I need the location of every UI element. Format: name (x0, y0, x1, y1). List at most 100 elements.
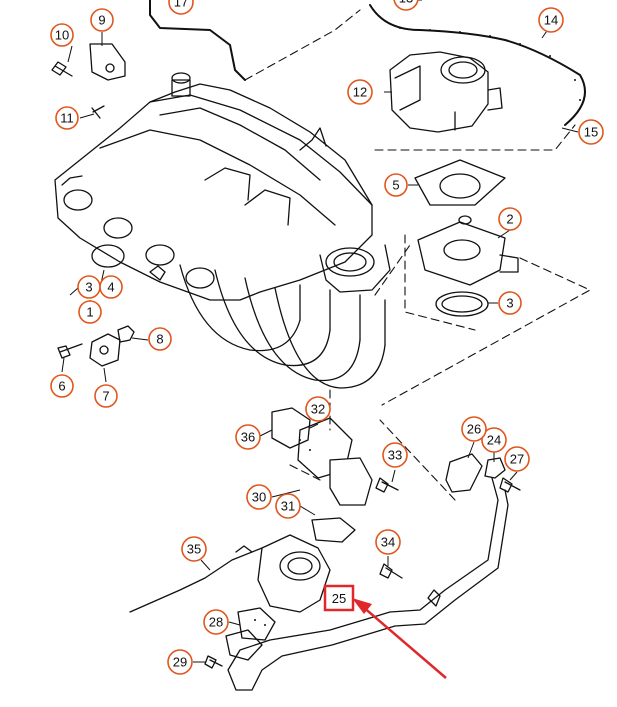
callout-c2: 2 (498, 207, 522, 231)
left-small-parts (51, 43, 166, 367)
callout-c9: 9 (90, 8, 114, 32)
callout-c5: 5 (384, 173, 408, 197)
callout-circle (578, 119, 604, 145)
callout-circle (90, 8, 114, 32)
callout-c10: 10 (50, 23, 74, 47)
callout-circle (246, 484, 272, 510)
callout-circle (481, 427, 507, 453)
callout-label: 12 (353, 85, 367, 100)
callout-label: 36 (241, 430, 255, 445)
callout-c17: 17 (168, 0, 194, 15)
callout-label: 31 (281, 499, 295, 514)
callout-circle (78, 300, 102, 324)
callout-circle (384, 173, 408, 197)
callout-label: 9 (98, 13, 105, 28)
callout-circle (50, 374, 74, 398)
callout-circle (203, 609, 229, 635)
callout-c32: 32 (305, 396, 331, 422)
callout-c12: 12 (347, 79, 373, 105)
callout-circle (275, 493, 301, 519)
callout-c7: 7 (94, 384, 118, 408)
callout-c31: 31 (275, 493, 301, 519)
callout-label: 2 (506, 212, 513, 227)
callout-c24: 24 (481, 427, 507, 453)
callout-c27: 27 (504, 446, 530, 472)
callout-circle (55, 106, 79, 130)
callout-label: 3 (85, 280, 92, 295)
callout-label: 13 (399, 0, 413, 6)
vacuum-hoses (149, 0, 586, 126)
callout-circle (305, 396, 331, 422)
callout-label: 11 (60, 111, 74, 126)
callout-c26: 26 (461, 416, 487, 442)
callout-label: 3 (506, 296, 513, 311)
callout-c8: 8 (148, 327, 172, 351)
highlighted-part-label: 25 (332, 591, 346, 606)
callout-label: 8 (156, 332, 163, 347)
callout-c28: 28 (203, 609, 229, 635)
callout-label: 33 (388, 448, 402, 463)
callout-c4: 4 (99, 275, 123, 299)
egr-assembly (129, 407, 521, 691)
callout-circle (393, 0, 419, 11)
callout-circle (498, 291, 522, 315)
callout-c6: 6 (50, 374, 74, 398)
callout-label: 4 (107, 280, 114, 295)
callout-label: 7 (102, 389, 109, 404)
throttle-flange (417, 215, 519, 286)
callout-c29: 29 (167, 649, 193, 675)
callout-label: 30 (252, 490, 266, 505)
highlight-arrow (352, 598, 447, 679)
callout-label: 27 (510, 452, 524, 467)
line-art (51, 0, 591, 691)
dashed-lines (244, 9, 591, 501)
callout-c34: 34 (375, 529, 401, 555)
o-ring (435, 291, 489, 317)
callout-label: 17 (174, 0, 188, 10)
callout-c3a: 3 (77, 275, 101, 299)
callout-label: 28 (209, 615, 223, 630)
callout-c30: 30 (246, 484, 272, 510)
callout-circle (498, 207, 522, 231)
callout-circle (94, 384, 118, 408)
callout-c35: 35 (181, 536, 207, 562)
callout-label: 6 (58, 379, 65, 394)
callout-label: 26 (467, 422, 481, 437)
callout-circle (347, 79, 373, 105)
callout-circle (504, 446, 530, 472)
callout-label: 29 (173, 655, 187, 670)
callout-layer: 1233456789101112131415172426272829303132… (50, 0, 604, 675)
callout-c33: 33 (382, 442, 408, 468)
callout-label: 24 (487, 433, 501, 448)
callout-label: 10 (55, 28, 69, 43)
callout-circle (538, 7, 564, 33)
callout-circle (99, 275, 123, 299)
callout-label: 34 (381, 535, 395, 550)
callout-label: 1 (86, 305, 93, 320)
callout-label: 14 (544, 13, 558, 28)
intake-manifold (54, 72, 391, 389)
callout-circle (375, 529, 401, 555)
hose-texture (254, 27, 581, 626)
callout-circle (235, 424, 261, 450)
highlighted-part-callout: 25 (323, 584, 355, 612)
callout-c36: 36 (235, 424, 261, 450)
throttle-gasket (414, 159, 506, 206)
callout-circle (148, 327, 172, 351)
callout-circle (167, 649, 193, 675)
callout-circle (181, 536, 207, 562)
callout-c13: 13 (393, 0, 419, 11)
callout-circle (461, 416, 487, 442)
callout-circle (168, 0, 194, 15)
callout-c11: 11 (55, 106, 79, 130)
callout-c3b: 3 (498, 291, 522, 315)
callout-label: 15 (584, 125, 598, 140)
callout-label: 32 (311, 402, 325, 417)
callout-c15: 15 (578, 119, 604, 145)
callout-c1: 1 (78, 300, 102, 324)
callout-circle (50, 23, 74, 47)
callout-circle (382, 442, 408, 468)
callout-label: 35 (187, 542, 201, 557)
